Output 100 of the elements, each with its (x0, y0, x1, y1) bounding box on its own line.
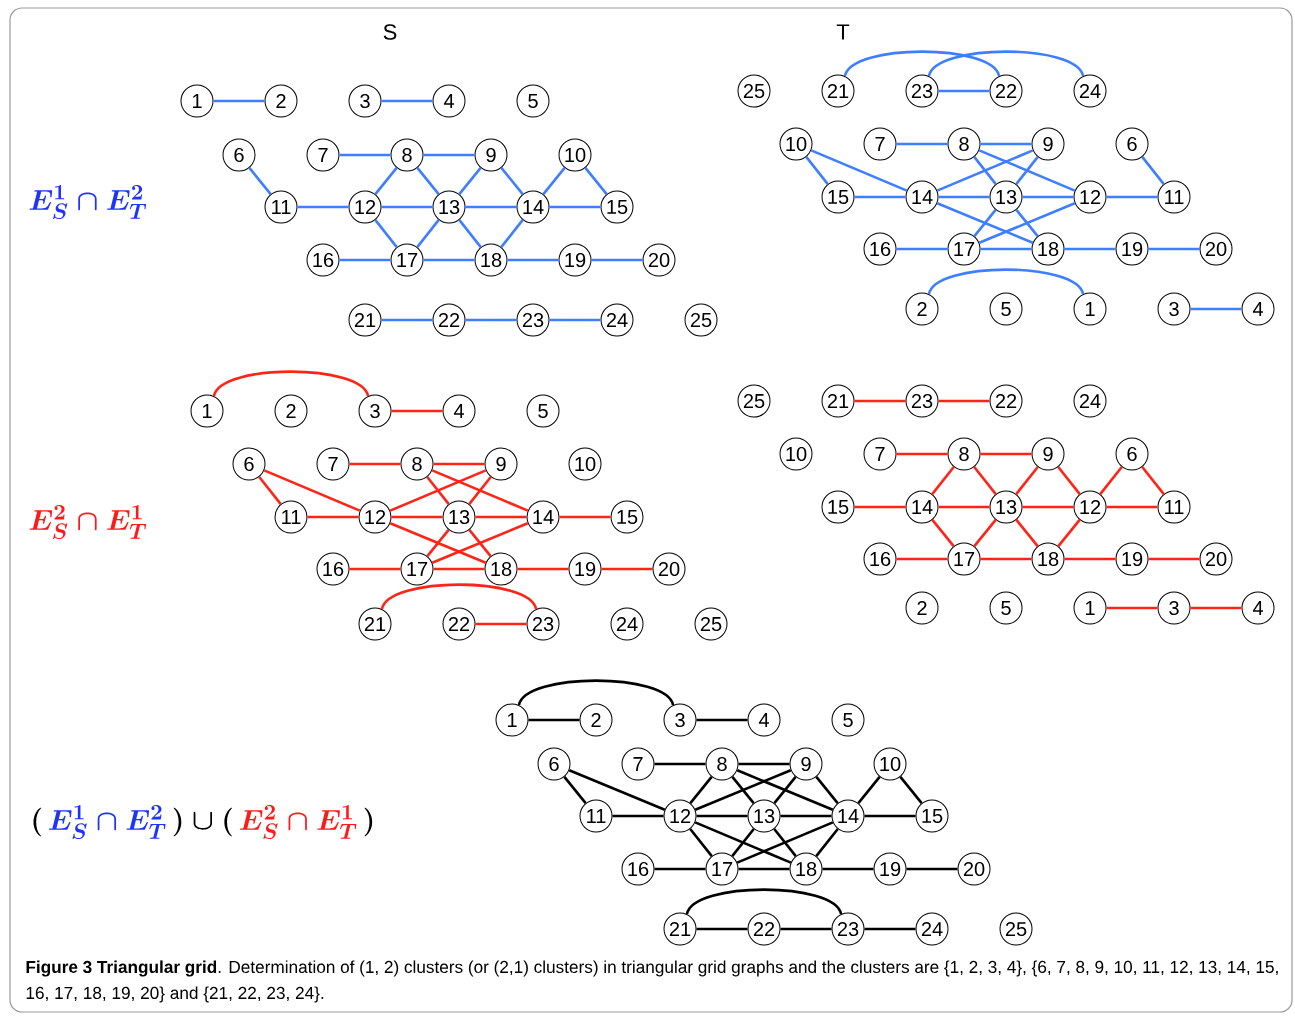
graph-edge (568, 769, 666, 811)
graph-edge (927, 268, 1085, 295)
graph-edge (931, 519, 955, 547)
graph-edge (973, 519, 997, 547)
graph-edge (973, 209, 997, 237)
graph-edge (213, 99, 265, 103)
graph-edge (601, 567, 653, 571)
graph-edge (689, 776, 713, 804)
formula-label: $E_S^1 \cap E_T^2$ (29, 185, 147, 220)
graph-edge (696, 927, 748, 931)
graph-edge (1022, 505, 1074, 509)
graph-edge (212, 370, 370, 397)
graph-edge (380, 583, 538, 610)
graph-edge (1015, 466, 1039, 495)
graph-edge (815, 776, 839, 804)
graph-edge (822, 867, 874, 871)
graph-edge (458, 167, 482, 195)
graph-edge (381, 99, 433, 103)
graph-edge (980, 452, 1032, 456)
graph-edge (736, 769, 834, 811)
graph-edge (431, 522, 529, 564)
graph-edge (528, 718, 580, 722)
graph-edge (973, 466, 997, 495)
graph-edge (815, 828, 839, 857)
graph-edge (263, 469, 361, 512)
graph-edge (559, 515, 611, 519)
graph-edge (978, 149, 1076, 192)
graph-edge (1190, 606, 1242, 610)
graph-edge (1064, 247, 1116, 251)
graph-edge (738, 867, 790, 871)
graph-edge (938, 195, 990, 199)
panel-label: T (836, 24, 850, 40)
graph-edge (864, 814, 916, 818)
graph-edge (431, 469, 529, 512)
graph-edge (416, 167, 440, 195)
graph-edge (694, 821, 792, 864)
graph-edge (780, 927, 832, 931)
graph-edge (423, 153, 475, 157)
graph-edge (507, 258, 559, 262)
graph-edge (1099, 466, 1123, 495)
graph-edge (465, 205, 517, 209)
graph-edge (857, 776, 881, 804)
graph-edge (938, 89, 990, 93)
graph-edge (426, 476, 450, 505)
graph-edge (1064, 557, 1116, 561)
formula-label: $E_S^2 \cap E_T^1$ (239, 805, 357, 840)
graph-edge (980, 142, 1032, 146)
graph-edge (773, 776, 797, 804)
graph-edge (433, 567, 485, 571)
graph-edge (1106, 606, 1158, 610)
graph-edge (1190, 307, 1242, 311)
graph-edge (654, 867, 706, 871)
graph-edge (1148, 557, 1200, 561)
graph-edge (854, 195, 906, 199)
graph-edge (780, 814, 832, 818)
graph-edge (549, 205, 601, 209)
graph-edge (927, 50, 1085, 77)
graph-edge (500, 167, 524, 195)
graph-edge (389, 469, 487, 512)
graph-edge (416, 219, 440, 248)
graph-edge (973, 156, 997, 185)
graph-edge (1022, 195, 1074, 199)
graph-edge (339, 153, 391, 157)
graph-edge (1141, 466, 1165, 495)
graph-edge (542, 167, 566, 195)
graph-edge (1148, 247, 1200, 251)
formula-label: $)\cup($ (173, 807, 232, 837)
graph-edge (391, 409, 443, 413)
graph-edge (307, 515, 359, 519)
graph-edge (423, 258, 475, 262)
graph-edge (374, 167, 398, 195)
graph-edge (339, 258, 391, 262)
graph-edge (980, 557, 1032, 561)
graph-edge (381, 205, 433, 209)
graph-edge (500, 219, 524, 248)
graph-edge (896, 557, 948, 561)
graph-edge (374, 219, 398, 248)
graph-edge (931, 466, 955, 495)
graph-edge (938, 505, 990, 509)
graph-edge (591, 258, 643, 262)
graph-edge (475, 622, 527, 626)
graph-edge (391, 515, 443, 519)
graph-edge (349, 567, 401, 571)
graph-edge (612, 814, 664, 818)
graph-edge (563, 776, 587, 804)
graph-edge (978, 202, 1076, 244)
graph-edge (843, 50, 1001, 77)
formula-label: $E_S^1 \cap E_T^2$ (49, 805, 166, 840)
graph-edge (731, 828, 755, 857)
graph-edge (854, 399, 906, 403)
graph-edge (936, 149, 1034, 192)
graph-edge (1015, 156, 1039, 185)
graph-edge (381, 318, 433, 322)
graph-edge (465, 318, 517, 322)
graph-edge (810, 149, 908, 192)
graph-edge (896, 142, 948, 146)
graph-edge (297, 205, 349, 209)
graph-edge (736, 821, 834, 864)
graph-edge (517, 679, 675, 706)
graph-edge (248, 167, 272, 195)
